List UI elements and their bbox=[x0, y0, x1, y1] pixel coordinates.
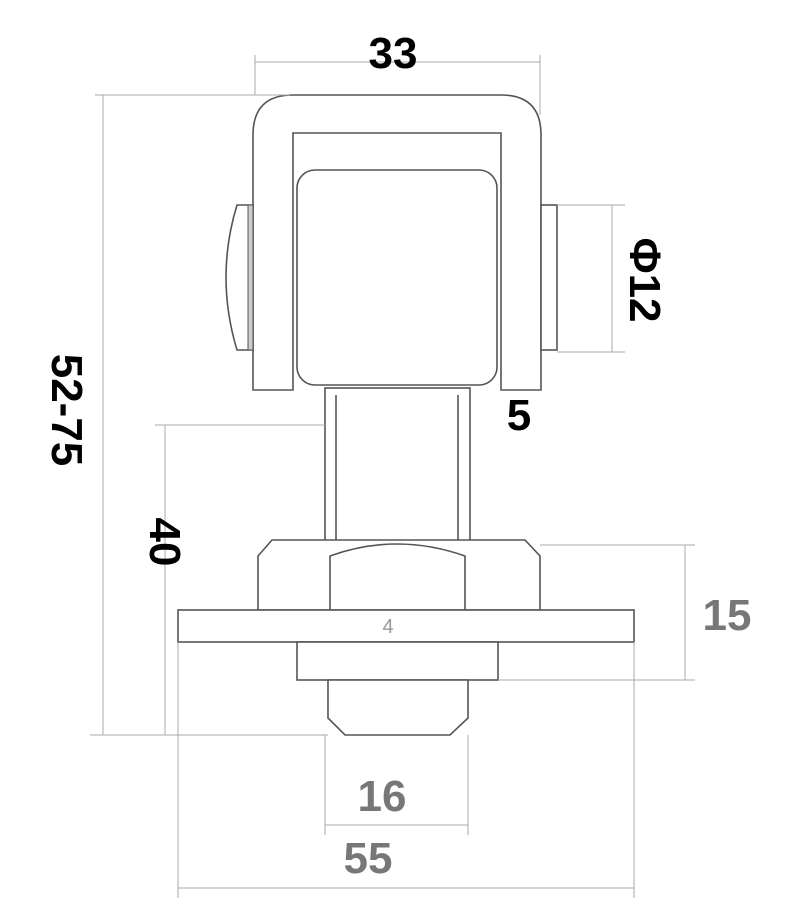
dim-pin-diameter: Φ12 bbox=[620, 237, 669, 322]
u-bracket bbox=[252, 94, 542, 391]
threaded-shaft bbox=[324, 387, 471, 544]
right-pin-cap bbox=[540, 204, 558, 351]
hinge-block bbox=[296, 169, 498, 386]
hex-nut-face bbox=[329, 543, 466, 610]
lower-washer bbox=[296, 641, 499, 681]
left-pin-cap bbox=[225, 204, 254, 351]
washer-plate bbox=[177, 609, 635, 643]
dim-washer-width: 55 bbox=[344, 834, 393, 883]
dim-thread-diameter: 16 bbox=[358, 772, 407, 821]
hex-nut bbox=[257, 539, 541, 611]
dim-washer-thickness: 4 bbox=[382, 616, 393, 638]
dim-thread-length: 40 bbox=[140, 518, 189, 567]
dim-bracket-thickness: 5 bbox=[507, 391, 531, 440]
left-pin-knurl bbox=[247, 204, 254, 351]
dim-nut-washer-height: 15 bbox=[703, 591, 752, 640]
bolt-end bbox=[327, 679, 469, 736]
dim-overall-height: 52-75 bbox=[42, 354, 91, 467]
dimension-lines bbox=[90, 55, 695, 898]
hinge-part bbox=[177, 94, 635, 736]
dim-top-width: 33 bbox=[369, 29, 418, 78]
